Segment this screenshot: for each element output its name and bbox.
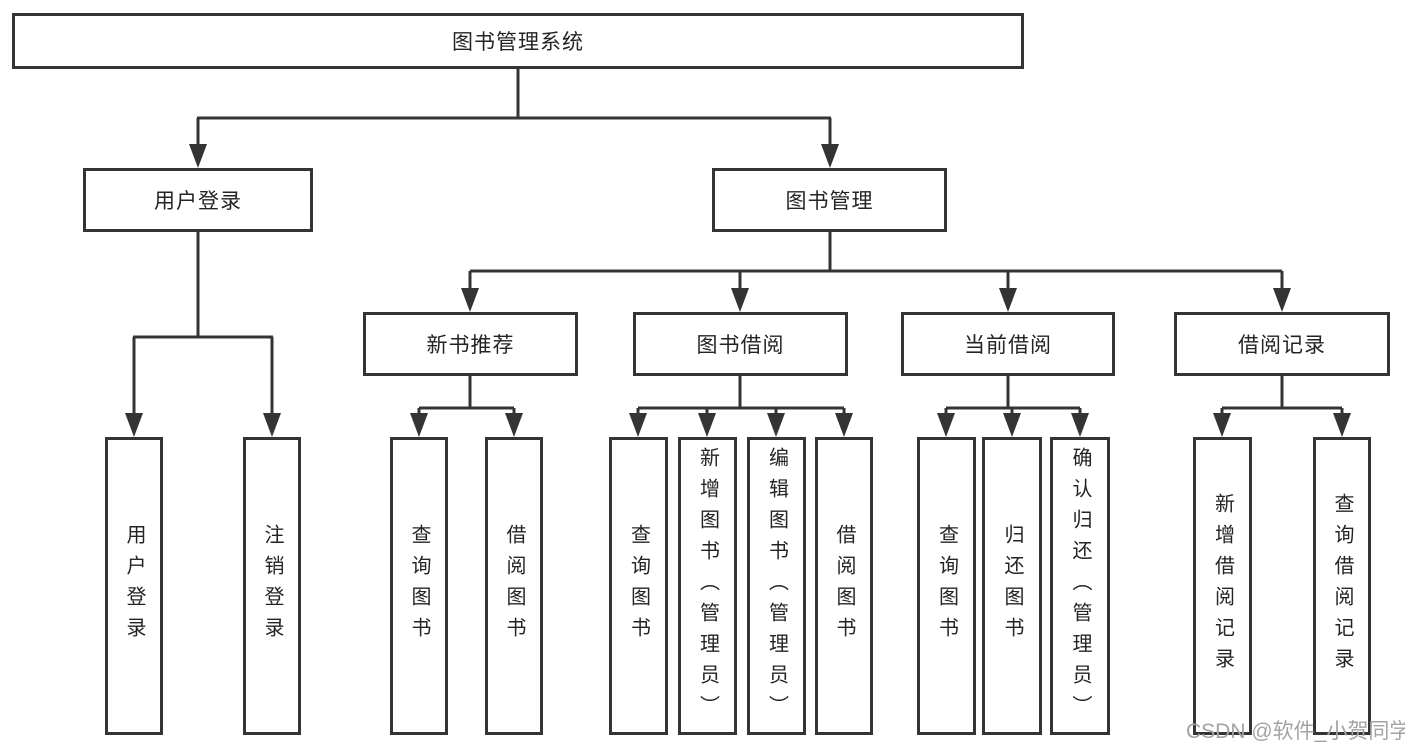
node-book-management-label: 图书管理 <box>785 190 874 213</box>
leaf-query-books-current: 查询图书 <box>917 437 976 735</box>
node-book-borrowing-label: 图书借阅 <box>696 334 785 357</box>
leaf-confirm-return-admin: 确认归还（管理员） <box>1050 437 1110 735</box>
node-borrowing-records: 借阅记录 <box>1174 312 1390 376</box>
leaf-query-books-borrow: 查询图书 <box>609 437 668 735</box>
leaf-query-books-recommend-label: 查询图书 <box>408 524 430 648</box>
leaf-return-books-label: 归还图书 <box>1001 524 1023 648</box>
leaf-add-borrow-record-label: 新增借阅记录 <box>1211 493 1234 679</box>
leaf-user-login: 用户登录 <box>105 437 163 735</box>
leaf-edit-books-admin-label: 编辑图书（管理员） <box>765 446 788 726</box>
leaf-borrow-books-recommend-label: 借阅图书 <box>503 524 525 648</box>
leaf-confirm-return-admin-label: 确认归还（管理员） <box>1069 446 1091 726</box>
csdn-watermark: CSDN @软件_小贺同学 <box>1186 720 1405 743</box>
leaf-borrow-books-label: 借阅图书 <box>833 524 855 648</box>
node-borrowing-records-label: 借阅记录 <box>1238 334 1326 357</box>
leaf-query-borrow-record-label: 查询借阅记录 <box>1331 493 1353 679</box>
leaf-logout: 注销登录 <box>243 437 301 735</box>
leaf-borrow-books: 借阅图书 <box>815 437 873 735</box>
leaf-query-books-recommend: 查询图书 <box>390 437 448 735</box>
leaf-query-borrow-record: 查询借阅记录 <box>1313 437 1371 735</box>
node-root: 图书管理系统 <box>12 13 1024 69</box>
leaf-user-login-label: 用户登录 <box>123 524 145 648</box>
leaf-add-books-admin: 新增图书（管理员） <box>678 437 737 735</box>
leaf-borrow-books-recommend: 借阅图书 <box>485 437 543 735</box>
leaf-query-books-current-label: 查询图书 <box>935 524 958 648</box>
node-current-borrowing: 当前借阅 <box>901 312 1115 376</box>
node-new-book-recommend-label: 新书推荐 <box>426 334 515 357</box>
node-user-login-label: 用户登录 <box>154 190 242 213</box>
node-book-management: 图书管理 <box>712 168 947 232</box>
leaf-add-borrow-record: 新增借阅记录 <box>1193 437 1252 735</box>
node-book-borrowing: 图书借阅 <box>633 312 848 376</box>
leaf-logout-label: 注销登录 <box>261 524 283 648</box>
leaf-return-books: 归还图书 <box>982 437 1042 735</box>
leaf-add-books-admin-label: 新增图书（管理员） <box>696 446 719 726</box>
node-new-book-recommend: 新书推荐 <box>363 312 578 376</box>
node-user-login: 用户登录 <box>83 168 313 232</box>
leaf-query-books-borrow-label: 查询图书 <box>627 524 650 648</box>
node-current-borrowing-label: 当前借阅 <box>964 334 1052 357</box>
node-root-label: 图书管理系统 <box>452 31 584 54</box>
leaf-edit-books-admin: 编辑图书（管理员） <box>747 437 806 735</box>
